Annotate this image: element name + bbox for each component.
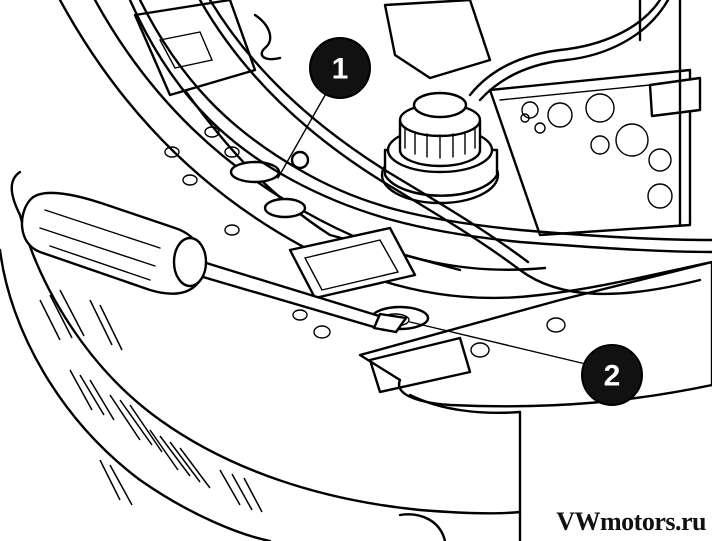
watermark-text: VWmotors.ru (556, 507, 706, 536)
screwdriver (10, 170, 408, 334)
callout-1: 1 (309, 37, 371, 99)
wiring-harness (128, 0, 712, 296)
knurled-cap (380, 91, 500, 205)
liner-hatching (39, 289, 263, 513)
trim-edge (398, 513, 447, 541)
callout-2-number: 2 (604, 360, 621, 393)
callout-2: 2 (581, 344, 643, 406)
control-unit-box (488, 68, 702, 237)
bumper-panel (358, 260, 712, 541)
leader-lines (277, 89, 591, 366)
callout-1-number: 1 (332, 53, 349, 86)
